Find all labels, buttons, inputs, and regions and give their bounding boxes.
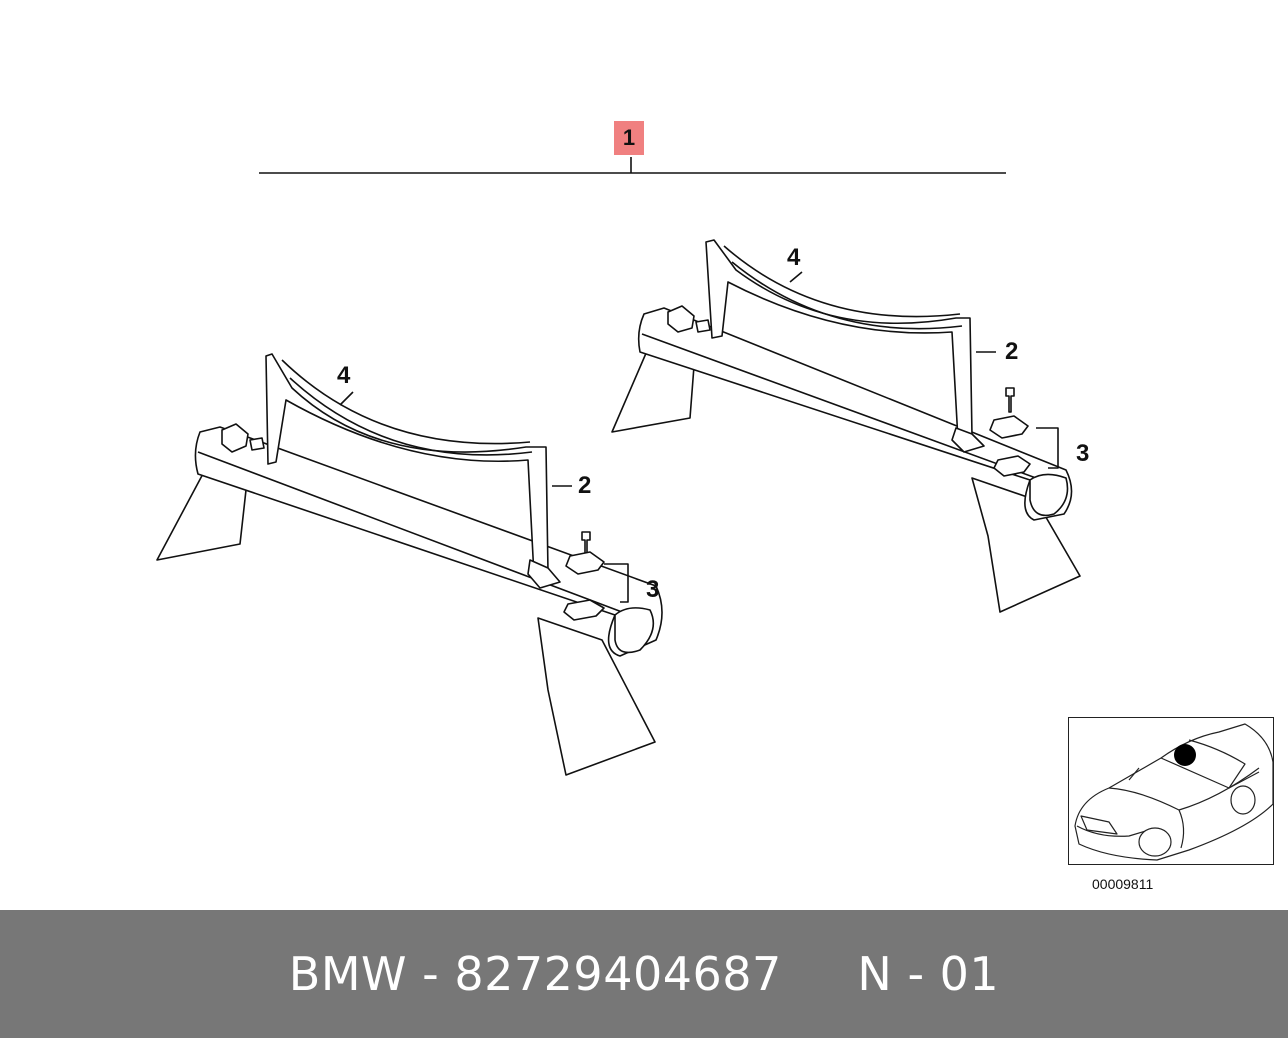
left-foot-front bbox=[537, 617, 656, 776]
left-clip-lower bbox=[563, 599, 605, 621]
footer-bar: BMW - 82729404687 N - 01 bbox=[0, 910, 1288, 1038]
left-crossbar bbox=[194, 426, 663, 657]
callout-1[interactable]: 1 bbox=[614, 121, 644, 155]
right-carrier bbox=[611, 239, 1081, 613]
callout-3-left[interactable]: 3 bbox=[646, 576, 660, 603]
callout-4-right[interactable]: 4 bbox=[787, 244, 801, 271]
image-code: 00009811 bbox=[1092, 876, 1154, 892]
left-clip-upper bbox=[565, 551, 605, 575]
vehicle-thumbnail bbox=[1068, 717, 1274, 865]
parts-diagram bbox=[156, 157, 1081, 776]
location-marker-icon bbox=[1174, 744, 1196, 766]
callout-2-left[interactable]: 2 bbox=[578, 472, 592, 499]
car-outline-icon bbox=[1074, 723, 1273, 861]
left-carrier bbox=[156, 353, 663, 776]
callout-4-left[interactable]: 4 bbox=[337, 362, 351, 389]
right-bolt bbox=[1005, 387, 1015, 413]
right-clip-lower bbox=[993, 455, 1031, 477]
part-number-caption: BMW - 82729404687 N - 01 bbox=[288, 947, 1000, 1001]
right-clip-upper bbox=[989, 415, 1029, 439]
right-crossbar bbox=[637, 307, 1073, 521]
callout-3-right[interactable]: 3 bbox=[1076, 440, 1090, 467]
callout-2-right[interactable]: 2 bbox=[1005, 338, 1019, 365]
